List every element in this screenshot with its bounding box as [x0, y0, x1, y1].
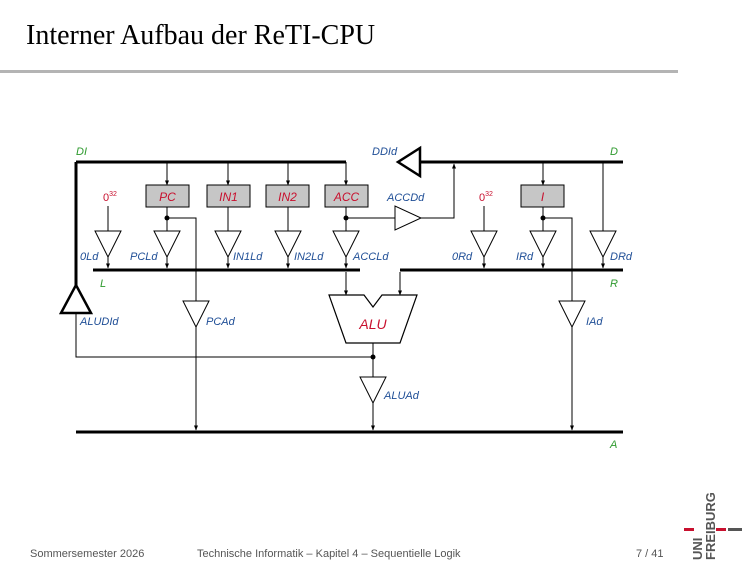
label-0ld: 0Ld: [80, 251, 99, 263]
drivers-down: [94, 205, 617, 405]
label-in1ld: IN1Ld: [233, 251, 263, 263]
title-divider: [0, 70, 678, 73]
driver-pcld: [153, 230, 181, 259]
label-l: L: [100, 278, 106, 290]
driver-pcad: [182, 300, 210, 329]
driver-0rd: [470, 230, 498, 259]
label-a: A: [609, 439, 617, 451]
driver-ird: [529, 230, 557, 259]
label-di: DI: [76, 146, 87, 158]
register-acc: ACC: [324, 184, 369, 208]
label-drd: DRd: [610, 251, 633, 263]
driver-iad: [558, 300, 586, 329]
driver-aludid: [58, 282, 94, 315]
driver-drd: [589, 230, 617, 259]
bus-labels: DI D L R A: [76, 146, 618, 451]
label-accdd: ACCDd: [386, 192, 425, 204]
footer-course: Technische Informatik – Kapitel 4 – Sequ…: [197, 548, 461, 560]
constant-zero-left: 032: [103, 191, 117, 204]
slide-title: Interner Aufbau der ReTI-CPU: [26, 20, 376, 51]
register-pc: PC: [145, 184, 190, 208]
svg-text:FREIBURG: FREIBURG: [703, 492, 718, 560]
driver-accld: [332, 230, 360, 259]
label-0rd: 0Rd: [452, 251, 473, 263]
constant-zero-right: 032: [479, 191, 493, 204]
alu-label: ALU: [358, 316, 387, 332]
driver-ddid: [395, 145, 422, 179]
label-in2ld: IN2Ld: [294, 251, 324, 263]
label-aluad: ALUAd: [383, 390, 420, 402]
svg-text:UNI: UNI: [690, 538, 705, 560]
university-logo: UNI FREIBURG: [684, 492, 742, 560]
control-labels: DDId ACCDd 0Ld PCLd IN1Ld IN2Ld ACCLd 0R…: [79, 146, 633, 402]
alu-block: [328, 294, 418, 344]
driver-in2ld: [274, 230, 302, 259]
svg-text:IN1: IN1: [219, 190, 238, 204]
label-r: R: [610, 278, 618, 290]
driver-accdd: [394, 205, 423, 231]
footer-page: 7 / 41: [636, 548, 664, 560]
register-in1: IN1: [206, 184, 251, 208]
buses: [74, 160, 623, 434]
label-ird: IRd: [516, 251, 534, 263]
driver-aluad: [359, 376, 387, 405]
label-iad: IAd: [586, 316, 603, 328]
wires: [75, 162, 605, 431]
svg-text:PC: PC: [159, 190, 176, 204]
junctions: [164, 215, 546, 360]
label-d: D: [610, 146, 618, 158]
register-i: I: [520, 184, 565, 208]
svg-text:I: I: [541, 190, 545, 204]
label-accld: ACCLd: [352, 251, 389, 263]
footer-semester: Sommersemester 2026: [30, 548, 145, 560]
label-aludid: ALUDId: [79, 316, 119, 328]
label-ddid: DDId: [372, 146, 398, 158]
svg-text:ACC: ACC: [333, 190, 360, 204]
register-in2: IN2: [265, 184, 310, 208]
driver-in1ld: [214, 230, 242, 259]
svg-text:IN2: IN2: [278, 190, 297, 204]
label-pcad: PCAd: [206, 316, 236, 328]
driver-0ld: [94, 230, 122, 259]
label-pcld: PCLd: [130, 251, 158, 263]
